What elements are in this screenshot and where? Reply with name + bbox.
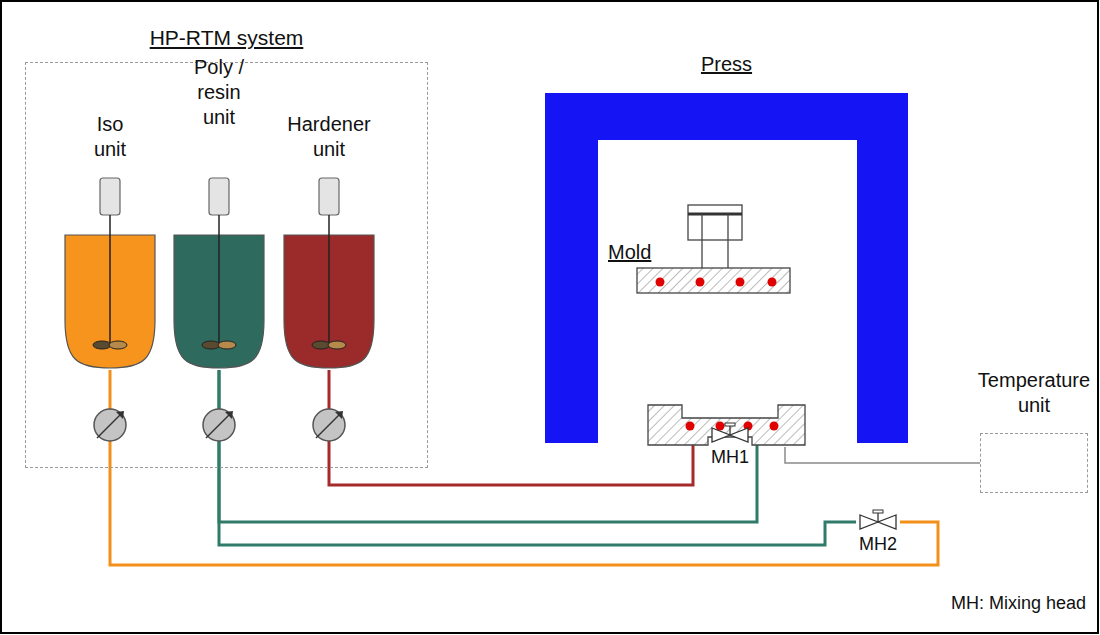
mixing-head: MH1 — [708, 423, 752, 471]
node-outline — [55, 55, 165, 370]
pump-symbol — [94, 409, 126, 441]
pipe-line — [785, 447, 980, 463]
mixing-head: MH2 — [856, 510, 900, 558]
lower-mold — [648, 405, 805, 445]
pump-symbols — [94, 409, 345, 441]
motor — [319, 178, 339, 215]
heater-dot — [696, 278, 705, 287]
pipe-line — [219, 370, 856, 545]
heater-dot — [656, 278, 665, 287]
stirrer-shaft — [109, 215, 111, 345]
upper-mold — [637, 268, 790, 293]
valve-half — [712, 428, 730, 442]
outline-group — [637, 205, 805, 445]
tank-unit: Hardener unit — [274, 55, 384, 370]
stirrer-blade — [312, 341, 330, 349]
valve-stem — [729, 426, 730, 435]
outline-group — [860, 510, 896, 529]
pump-arrowhead — [116, 411, 124, 419]
outline-group — [284, 178, 374, 368]
outline-group — [65, 178, 155, 368]
group-title: HP-RTM system — [25, 25, 428, 50]
stirrer-blade — [202, 341, 220, 349]
temperature-unit: Temperature unit — [980, 368, 1088, 493]
valve-half — [878, 515, 896, 529]
mixing-head-label: MH1 — [702, 446, 758, 468]
unit-label: Iso unit — [80, 112, 140, 162]
outline-group — [712, 423, 748, 442]
legend-note: MH: Mixing head — [951, 592, 1086, 614]
valve-half — [730, 428, 748, 442]
cylinder — [688, 205, 742, 240]
heater-dot — [716, 422, 725, 431]
stirrer-blade — [218, 341, 236, 349]
valve-actuator — [873, 510, 883, 513]
system-group: HP-RTM systemIso unit Poly / resin unitHa… — [25, 25, 428, 468]
piston-rod — [701, 214, 702, 268]
pump-arrowhead — [335, 411, 343, 419]
pipe-line — [219, 370, 757, 522]
unit-label: Poly / resin unit — [188, 55, 250, 130]
heater-dot — [736, 278, 745, 287]
valve-half — [860, 515, 878, 529]
mixing-head-label: MH2 — [850, 533, 906, 555]
pump-symbol — [203, 409, 235, 441]
temperature-label: Temperature unit — [976, 368, 1092, 418]
mold-label: Mold — [608, 240, 651, 265]
stirrer-shaft — [328, 215, 330, 345]
motor — [100, 178, 120, 215]
piston — [688, 213, 742, 216]
heater-dot — [770, 422, 779, 431]
press-title: Press — [545, 52, 908, 77]
pump-arrow — [97, 413, 122, 438]
stirrer-blade — [109, 341, 127, 349]
heater-dot — [686, 422, 695, 431]
valve-actuator — [725, 423, 735, 426]
pump-arrow — [206, 413, 231, 438]
node-outline — [605, 238, 810, 447]
unit-label: Hardener unit — [279, 112, 379, 162]
pump-arrow — [316, 413, 341, 438]
dashed-box — [980, 433, 1088, 493]
tank-unit: Poly / resin unit — [164, 55, 274, 370]
press-body — [545, 93, 908, 443]
valve-stem — [877, 513, 878, 522]
node-outline — [545, 40, 908, 443]
motor — [209, 178, 229, 215]
outline-group — [174, 178, 264, 368]
node-outline — [274, 55, 384, 370]
stirrer-blade — [328, 341, 346, 349]
tank-unit: Iso unit — [55, 55, 165, 370]
pump-symbol — [313, 409, 345, 441]
mold: Mold — [605, 238, 810, 447]
heater-dot — [768, 278, 777, 287]
pump-arrowhead — [225, 411, 233, 419]
stirrer-shaft — [218, 215, 220, 345]
stirrer-blade — [93, 341, 111, 349]
piston-rod — [727, 214, 728, 268]
press-frame: PressMold — [545, 40, 908, 443]
outline-group — [545, 93, 908, 443]
